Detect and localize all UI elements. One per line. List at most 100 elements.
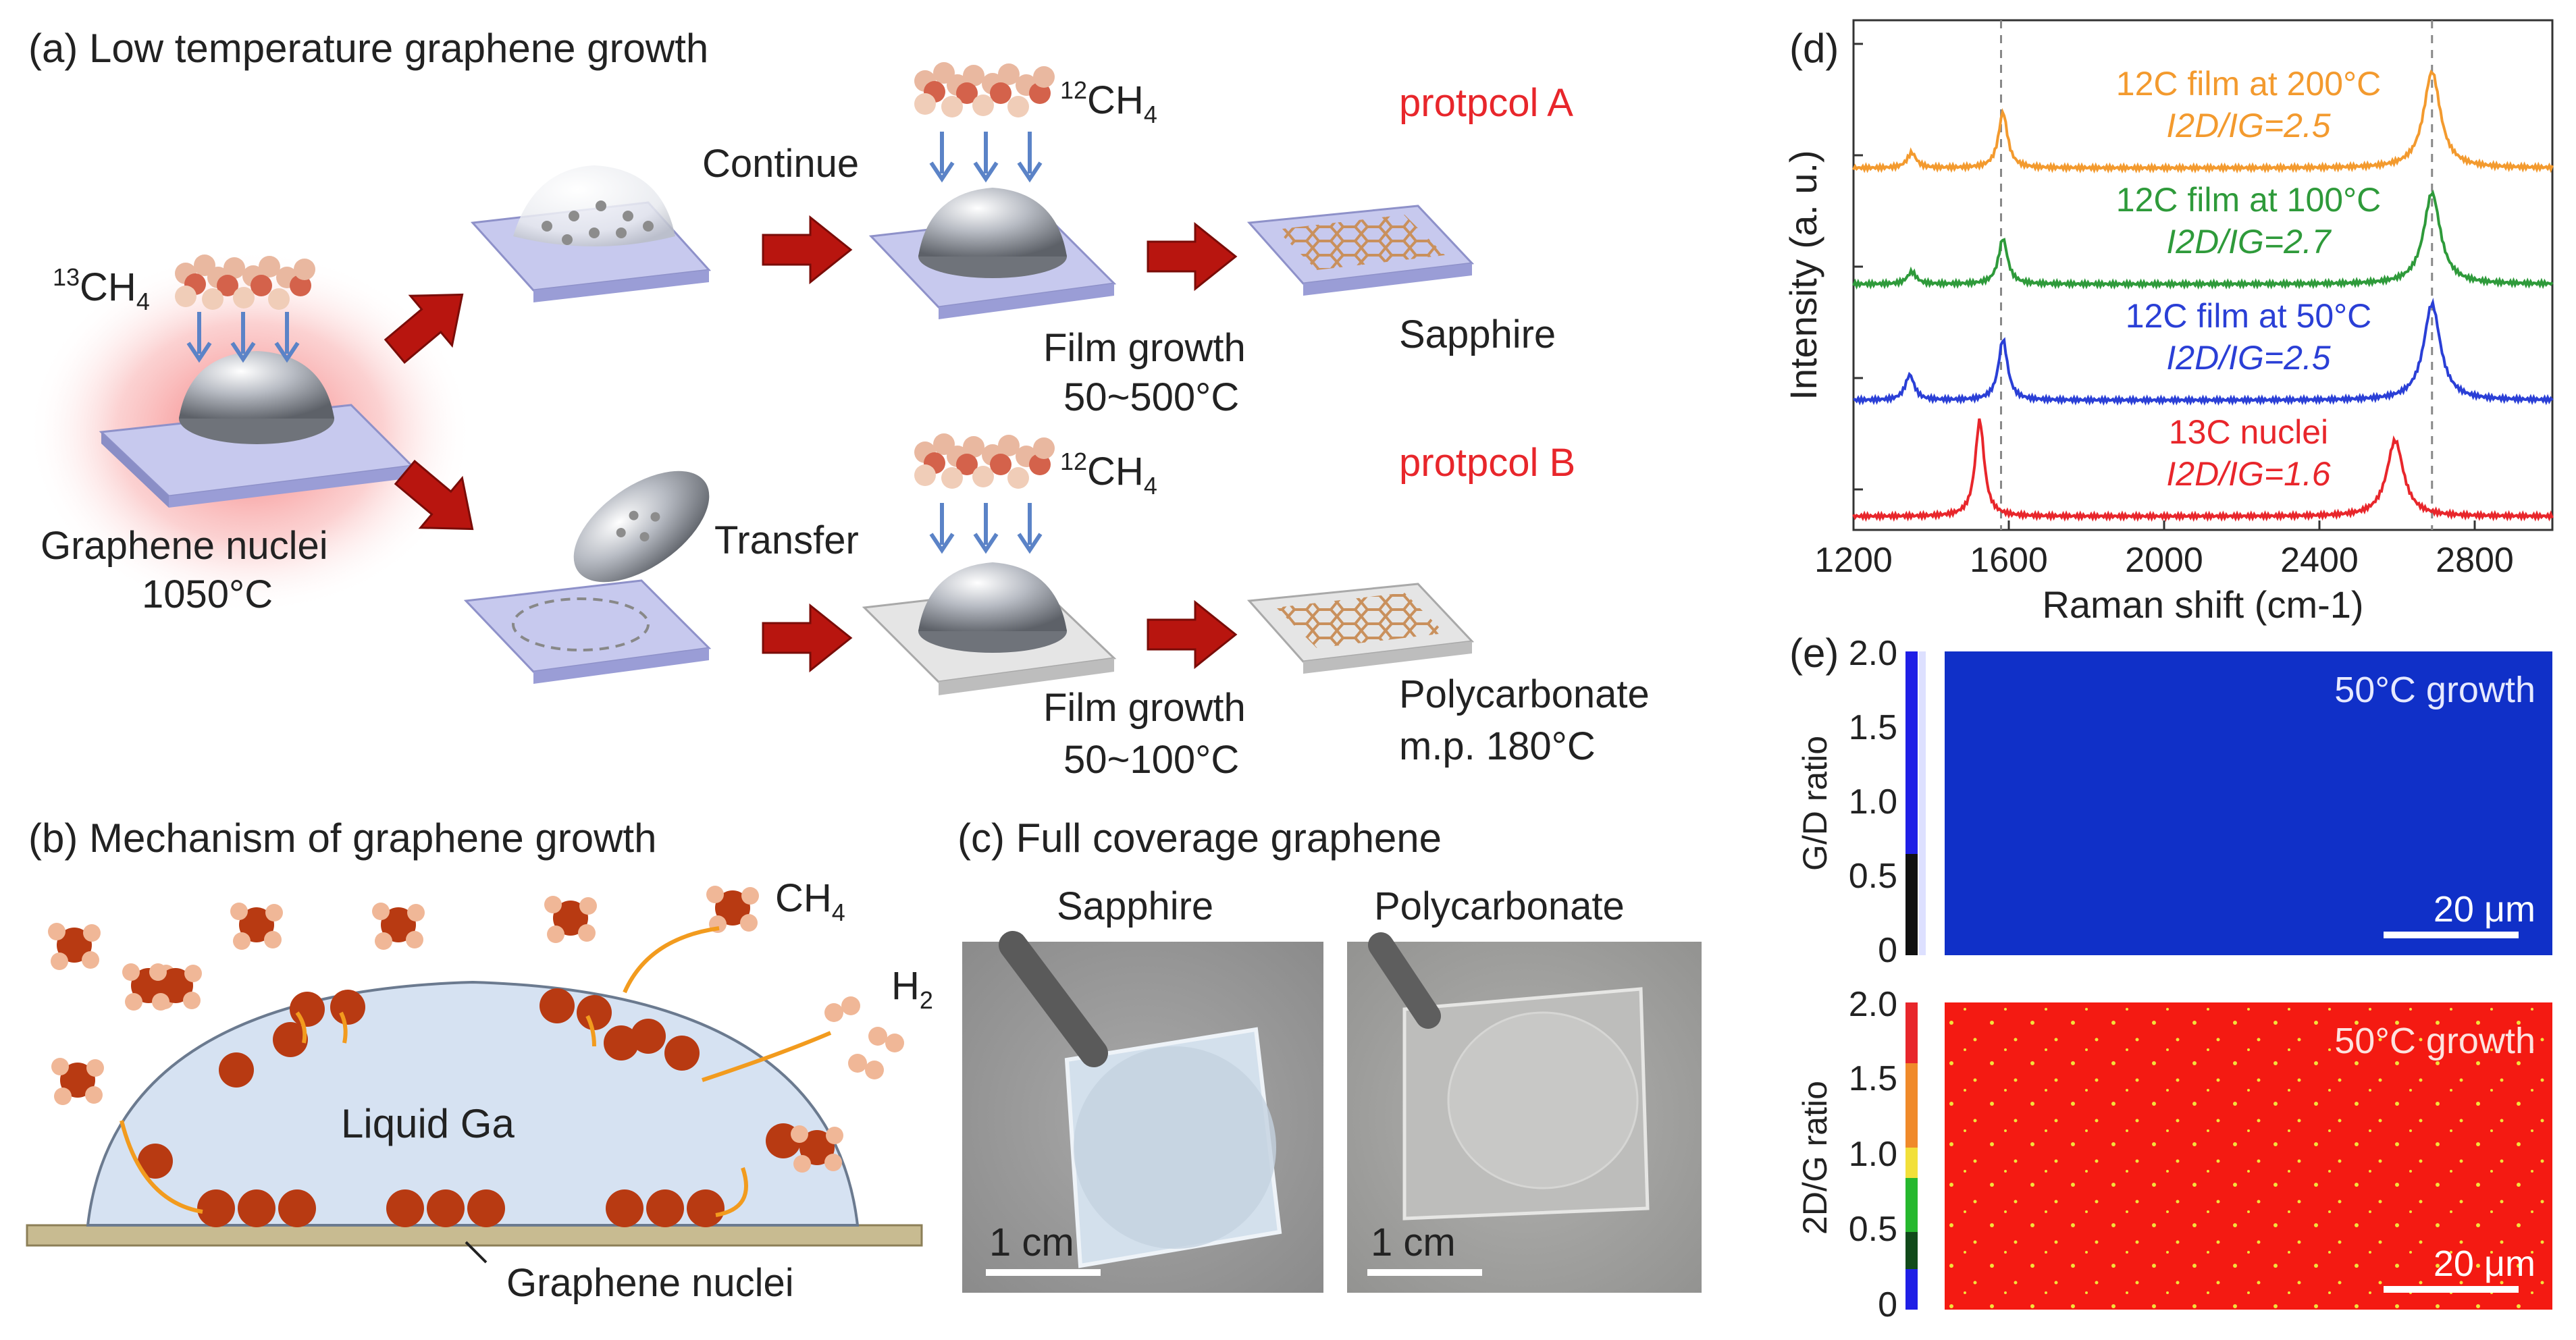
- polycarbonate-graphene: [1246, 583, 1475, 674]
- tweezer-right: [1368, 932, 1441, 1029]
- gd-map-caption: 50°C growth: [2334, 670, 2535, 710]
- scale-bar-right: [1367, 1269, 1482, 1276]
- reaction-arrows: [120, 926, 832, 1217]
- arrow-transfer: [762, 604, 852, 672]
- photo-right-label: Polycarbonate: [1374, 884, 1625, 928]
- film-growth-a: Film growth: [1043, 326, 1246, 370]
- 2dg-colorbar-ticks: 2.0 1.5 1.0 0.5 0: [1849, 985, 1897, 1324]
- series-name-3: 13C nuclei: [2169, 413, 2328, 451]
- arrow-continue: [762, 216, 852, 284]
- ch4-12-bottom-label: 12CH4: [1060, 448, 1157, 500]
- panel-e: (e) 50°C growth 20 μm G/D ratio 2.0 1.5 …: [1789, 631, 2552, 1324]
- protocol-a-label: protpcol A: [1399, 81, 1573, 125]
- gd-ratio-ylabel: G/D ratio: [1796, 736, 1834, 871]
- protocol-a-growth-substrate: [868, 188, 1117, 319]
- svg-text:1.0: 1.0: [1849, 782, 1897, 822]
- graphene-nuclei-label: Graphene nuclei: [506, 1261, 794, 1305]
- film-temp-a: 50~500°C: [1063, 375, 1239, 419]
- svg-text:1.5: 1.5: [1849, 1059, 1897, 1098]
- ch4-label-b: CH4: [775, 876, 845, 926]
- substrate-b-label: Polycarbonate: [1399, 672, 1650, 716]
- protocol-b-empty-substrate: [463, 579, 712, 684]
- nuclei-label: Graphene nuclei: [41, 524, 328, 568]
- series-line-2: [1853, 298, 2554, 406]
- series-ratio-1: I2D/IG=2.7: [2166, 223, 2332, 261]
- colorbar-top: [1905, 651, 1926, 955]
- scale-label-left: 1 cm: [989, 1221, 1074, 1264]
- panel-d-label: (d): [1789, 26, 1839, 71]
- svg-text:1.0: 1.0: [1849, 1135, 1897, 1174]
- nuclei-temp: 1050°C: [142, 572, 273, 616]
- series-name-2: 12C film at 50°C: [2126, 297, 2372, 335]
- methane-12-top: [914, 62, 1055, 117]
- substrate-a-label: Sapphire: [1399, 313, 1556, 356]
- ch4-13-label: 13CH4: [53, 263, 150, 315]
- protocol-b-growth-substrate: [862, 562, 1117, 695]
- surface-carbon-atoms: [138, 988, 801, 1179]
- protocol-b-label: protpcol B: [1399, 441, 1575, 485]
- gallium-droplet: [179, 351, 334, 419]
- liquid-label: Liquid Ga: [341, 1101, 515, 1146]
- sapphire-graphene: [1246, 205, 1475, 296]
- polycarbonate-film: [1447, 1011, 1639, 1189]
- protocol-a-nuclei-substrate: [470, 165, 712, 302]
- series-line-3: [1852, 418, 2554, 522]
- arrow-to-polycarbonate: [1147, 601, 1237, 668]
- series-ratio-2: I2D/IG=2.5: [2166, 339, 2330, 377]
- x-axis-label: Raman shift (cm-1): [2042, 583, 2363, 626]
- svg-text:2.0: 2.0: [1849, 634, 1897, 673]
- x-tick-label-0: 1200: [1814, 541, 1893, 580]
- substrate-bar: [26, 1224, 923, 1247]
- down-arrows-12-bottom: [931, 503, 1041, 550]
- scale-bar-left: [986, 1269, 1101, 1276]
- series-name-1: 12C film at 100°C: [2116, 181, 2381, 219]
- svg-text:2.0: 2.0: [1849, 985, 1897, 1024]
- film-growth-b: Film growth: [1043, 686, 1246, 730]
- hydrogen-molecules: [824, 996, 904, 1079]
- svg-text:0.5: 0.5: [1849, 857, 1897, 896]
- 2dg-map-caption: 50°C growth: [2334, 1021, 2535, 1061]
- 2dg-ratio-speckles: [1945, 1002, 2552, 1310]
- x-tick-label-3: 2400: [2280, 541, 2359, 580]
- x-tick-label-1: 1600: [1970, 541, 2048, 580]
- transferred-droplet: [573, 471, 710, 583]
- nuclei-clusters: [197, 1189, 725, 1227]
- x-tick-label-4: 2800: [2436, 541, 2514, 580]
- y-axis-label: Intensity (a. u.): [1782, 150, 1824, 400]
- gd-scale-label: 20 μm: [2434, 889, 2535, 930]
- tweezer-left: [999, 931, 1108, 1067]
- 2dg-ratio-ylabel: 2D/G ratio: [1796, 1081, 1834, 1235]
- panel-a: (a) Low temperature graphene growth 13CH…: [27, 26, 1650, 782]
- nuclei-pointer: [465, 1241, 488, 1264]
- series-line-1: [1852, 189, 2554, 290]
- photo-left-label: Sapphire: [1057, 884, 1213, 928]
- panel-b: (b) Mechanism of graphene growth Liquid …: [26, 815, 933, 1305]
- start-substrate: [99, 351, 415, 508]
- panel-c: (c) Full coverage graphene Sapphire Poly…: [957, 815, 1702, 1293]
- svg-text:0.5: 0.5: [1849, 1210, 1897, 1249]
- h2-label-b: H2: [891, 964, 933, 1014]
- continue-label: Continue: [702, 142, 859, 186]
- gd-colorbar-ticks: 2.0 1.5 1.0 0.5 0: [1849, 634, 1897, 970]
- arrow-to-sapphire: [1147, 223, 1237, 290]
- x-tick-label-2: 2000: [2125, 541, 2203, 580]
- substrate-b-mp: m.p. 180°C: [1399, 724, 1596, 768]
- series-ratio-3: I2D/IG=1.6: [2166, 455, 2330, 493]
- film-temp-b: 50~100°C: [1063, 738, 1239, 782]
- methane-12-bottom: [914, 433, 1055, 489]
- transfer-label: Transfer: [714, 518, 859, 562]
- panel-e-label: (e): [1789, 631, 1839, 676]
- plot-frame: [1852, 19, 2554, 531]
- scale-label-right: 1 cm: [1371, 1221, 1456, 1264]
- 2dg-scale-bar: [2384, 1286, 2519, 1293]
- panel-b-title: (b) Mechanism of graphene growth: [28, 815, 656, 861]
- svg-text:0: 0: [1878, 931, 1897, 970]
- panel-a-title: (a) Low temperature graphene growth: [28, 26, 708, 71]
- ch4-12-top-label: 12CH4: [1060, 76, 1157, 128]
- series-line-0: [1852, 70, 2554, 174]
- series-name-0: 12C film at 200°C: [2116, 65, 2381, 103]
- panel-c-title: (c) Full coverage graphene: [957, 815, 1442, 861]
